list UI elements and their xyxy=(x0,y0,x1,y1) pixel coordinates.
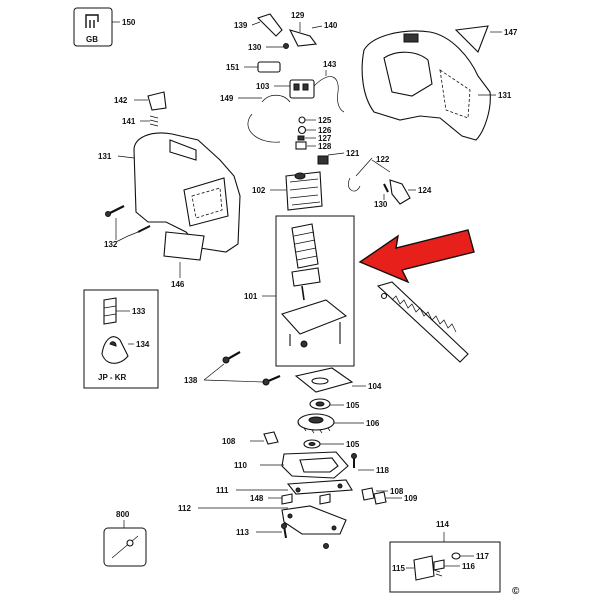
gb-plug-box: GB 150 xyxy=(73,7,136,47)
label-108a: 108 xyxy=(222,437,236,446)
bearing-bottom: 105 xyxy=(303,439,360,449)
label-105b: 105 xyxy=(346,440,360,449)
label-106: 106 xyxy=(366,419,380,428)
label-113: 113 xyxy=(236,528,249,537)
blocks-108-109: 108 109 xyxy=(361,487,418,505)
label-131b: 131 xyxy=(98,152,112,161)
gear-106: 106 xyxy=(297,413,380,434)
label-147: 147 xyxy=(504,28,518,37)
label-105a: 105 xyxy=(346,401,360,410)
label-129: 129 xyxy=(291,11,305,20)
label-118: 118 xyxy=(376,466,389,475)
plunger-110: 110 118 xyxy=(234,451,389,479)
switch-group: 151 103 143 xyxy=(226,60,345,113)
label-148: 148 xyxy=(250,494,264,503)
blade-clamp-box: 114 117 116 115 xyxy=(389,520,501,593)
label-143: 143 xyxy=(323,60,337,69)
red-arrow xyxy=(358,229,475,284)
block-108-left: 108 xyxy=(222,431,279,446)
bearing-top: 105 xyxy=(309,398,360,410)
label-140: 140 xyxy=(324,21,338,30)
screw-132: 132 xyxy=(104,205,151,249)
label-150: 150 xyxy=(122,18,136,27)
housing-right: 131 xyxy=(361,30,512,141)
label-116: 116 xyxy=(462,562,475,571)
service-tool-box: 800 xyxy=(103,510,147,567)
label-plate: 146 xyxy=(163,231,205,289)
label-122: 122 xyxy=(376,155,390,164)
label-112: 112 xyxy=(178,504,191,513)
gear-plate: 104 xyxy=(294,367,382,393)
label-114: 114 xyxy=(436,520,449,529)
label-109: 109 xyxy=(404,494,418,503)
label-124: 124 xyxy=(418,186,432,195)
label-111: 111 xyxy=(216,486,229,495)
label-108b: 108 xyxy=(390,487,404,496)
label-128: 128 xyxy=(318,142,332,151)
label-139: 139 xyxy=(234,21,248,30)
label-103: 103 xyxy=(256,82,270,91)
saw-blade xyxy=(376,281,469,363)
housing-left: 131 xyxy=(98,132,241,253)
label-130b: 130 xyxy=(374,200,388,209)
label-800: 800 xyxy=(116,510,130,519)
label-125: 125 xyxy=(318,116,332,125)
bracket-112: 112 xyxy=(178,504,347,549)
label-110: 110 xyxy=(234,461,247,470)
label-134: 134 xyxy=(136,340,150,349)
guide-group: 111 148 xyxy=(216,479,353,505)
label-151: 151 xyxy=(226,63,240,72)
lock-button-group: 142 141 xyxy=(114,91,167,127)
brush-parts-group: 149 125 126 127 128 xyxy=(220,94,332,151)
label-101: 101 xyxy=(244,292,258,301)
label-126: 126 xyxy=(318,126,332,135)
label-141: 141 xyxy=(122,117,136,126)
copyright-mark: © xyxy=(512,586,520,597)
screws-138: 138 xyxy=(184,351,281,386)
jp-kr-box: 133 134 JP - KR xyxy=(83,289,159,389)
label-104: 104 xyxy=(368,382,382,391)
label-115: 115 xyxy=(392,564,405,573)
label-121: 121 xyxy=(346,149,360,158)
label-142: 142 xyxy=(114,96,128,105)
label-gb: GB xyxy=(86,35,98,44)
label-132: 132 xyxy=(104,240,118,249)
label-127: 127 xyxy=(318,134,332,143)
label-149: 149 xyxy=(220,94,234,103)
label-117: 117 xyxy=(476,552,489,561)
label-133: 133 xyxy=(132,307,146,316)
label-146: 146 xyxy=(171,280,185,289)
brush-holder-group: 121 122 124 130 xyxy=(317,149,432,209)
label-jp-kr: JP - KR xyxy=(98,373,127,382)
switch-cap-group: 139 129 140 130 xyxy=(234,11,338,52)
screw-113: 113 xyxy=(236,523,287,539)
label-138: 138 xyxy=(184,376,198,385)
label-131a: 131 xyxy=(498,91,512,100)
field-coil: 102 xyxy=(252,171,323,211)
armature-assembly: 101 xyxy=(244,215,355,367)
trim-piece: 147 xyxy=(454,25,518,53)
label-130a: 130 xyxy=(248,43,262,52)
label-102: 102 xyxy=(252,186,266,195)
